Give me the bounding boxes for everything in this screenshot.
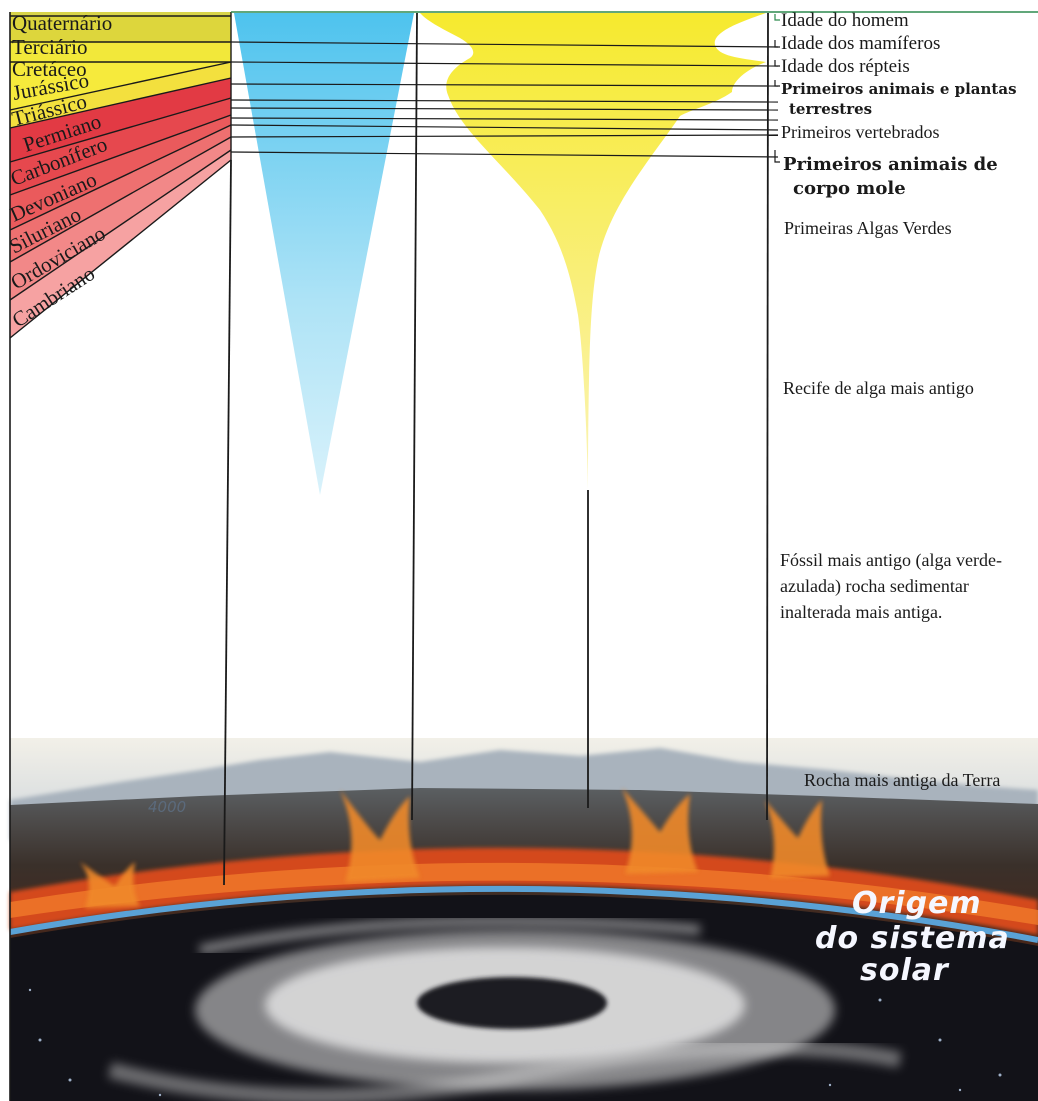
period-band-permiano — [10, 78, 231, 162]
event-label-fossil-1: Fóssil mais antigo (alga verde- — [780, 550, 1002, 571]
event-brackets — [774, 14, 780, 163]
event-label-fossil-2: azulada) rocha sedimentar — [780, 576, 969, 597]
event-label-primeiros-vertebrados: Primeiros vertebrados — [781, 122, 939, 142]
event-lines — [230, 41, 779, 158]
period-column: Quaternário Terciário Cretáceo Jurássico… — [5, 11, 232, 339]
time-lines — [223, 12, 769, 886]
period-band-quaternario — [10, 12, 231, 16]
origin-label-line2: do sistema — [815, 921, 1010, 956]
period-band-devoniano — [10, 115, 231, 230]
scale-tick-4000: 4000 — [148, 798, 186, 816]
event-label-idade-homem: Idade do homem — [781, 10, 909, 31]
origin-label-line1: Origem — [852, 886, 982, 921]
diagram-frame — [9, 11, 1038, 1101]
event-label-recife: Recife de alga mais antigo — [783, 378, 974, 398]
period-label: Terciário — [12, 35, 87, 59]
event-labels: Idade do homem Idade dos mamíferos Idade… — [780, 10, 1017, 790]
period-band-terciario — [10, 16, 231, 42]
period-label: Quaternário — [12, 11, 112, 35]
event-label-algas-verdes: Primeiras Algas Verdes — [784, 218, 952, 238]
blue-lineage-wedge — [234, 13, 414, 495]
period-band-cretaceo — [10, 42, 231, 62]
event-label-idade-mamiferos: Idade dos mamíferos — [781, 33, 940, 54]
period-band-triassico — [10, 62, 231, 128]
event-label-primeiros-animais-plantas: Primeiros animais e plantas — [781, 80, 1017, 98]
origin-label-line3: solar — [860, 953, 950, 988]
period-band-carbonifero — [10, 98, 231, 195]
period-band-ordoviciano — [10, 137, 231, 300]
event-label-terrestres: terrestres — [789, 100, 872, 118]
period-band-cambriano — [10, 150, 231, 338]
event-label-rocha-antiga: Rocha mais antiga da Terra — [804, 770, 1000, 790]
earth-origin-scene: 4000 Origem do sistema solar — [9, 738, 1038, 1101]
event-label-corpo-mole-1: Primeiros animais de — [783, 154, 998, 175]
event-label-fossil-3: inalterada mais antiga. — [780, 602, 942, 622]
event-label-corpo-mole-2: corpo mole — [793, 178, 906, 199]
period-label: Cretáceo — [12, 57, 87, 81]
event-label-idade-repteis: Idade dos répteis — [781, 56, 910, 77]
yellow-lineage-shape — [420, 13, 766, 490]
period-band-siluriano — [10, 125, 231, 262]
